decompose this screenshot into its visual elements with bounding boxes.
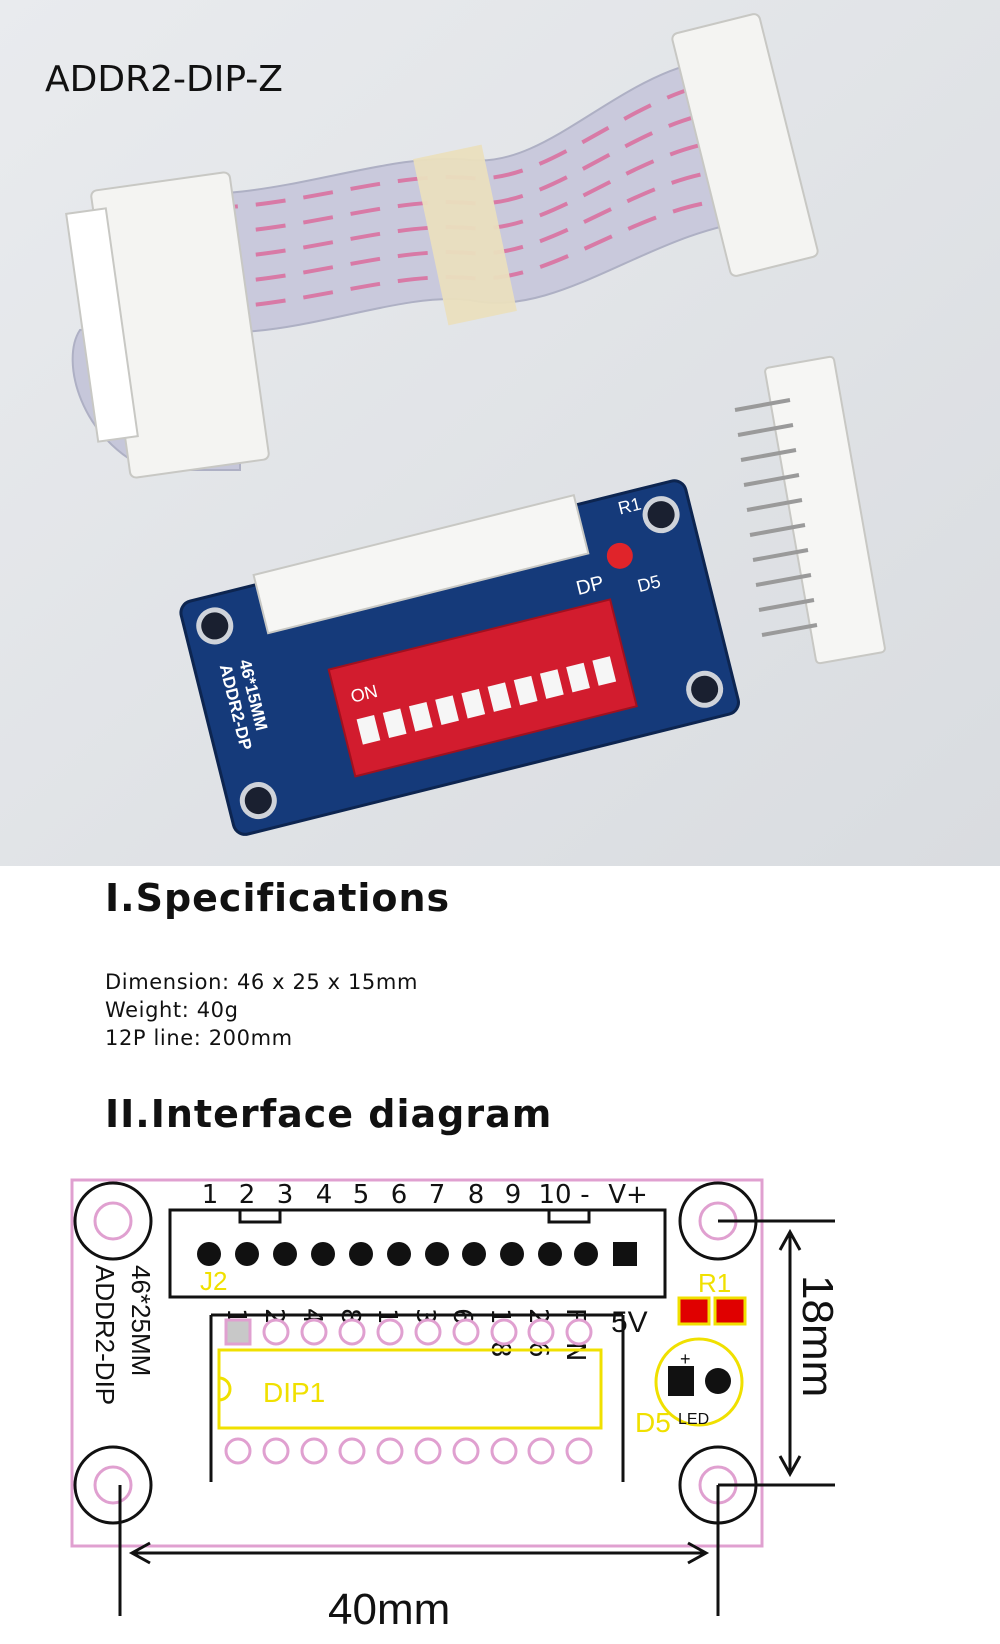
side-label-size: 46*25MM <box>126 1265 156 1376</box>
top-pin-label: V+ <box>608 1180 648 1210</box>
spec-weight: Weight: 40g <box>105 998 239 1022</box>
mounting-hole <box>73 1445 153 1525</box>
r1-pad <box>713 1296 747 1326</box>
top-pin-label: 4 <box>316 1180 333 1210</box>
dip-pin <box>338 1318 366 1346</box>
dip-pin <box>376 1437 404 1465</box>
interface-heading: II.Interface diagram <box>105 1092 553 1136</box>
dip-pin <box>565 1318 593 1346</box>
top-pin-label: 10 <box>538 1180 571 1210</box>
d5-label: D5 <box>635 1407 671 1438</box>
j2-pin <box>500 1242 524 1266</box>
spec-line-length: 12P line: 200mm <box>105 1026 293 1050</box>
pcb-board: ON DP R1 D5 46*15MM ADDR2-DP <box>179 479 740 836</box>
specifications-heading: I.Specifications <box>105 876 451 920</box>
loose-connector <box>734 355 886 665</box>
j2-pin <box>349 1242 373 1266</box>
left-connector <box>65 171 270 479</box>
dip-pin <box>452 1437 480 1465</box>
j2-pin <box>462 1242 486 1266</box>
voltage-label: 5V <box>611 1306 648 1339</box>
board-outline <box>70 1178 764 1548</box>
j2-pin <box>574 1242 598 1266</box>
product-photo: ON DP R1 D5 46*15MM ADDR2-DP ADDR2-DIP-Z <box>0 0 1000 866</box>
dip-pin <box>376 1318 404 1346</box>
dip-pin <box>224 1318 252 1346</box>
j2-latch <box>238 1208 282 1224</box>
top-pin-label: 9 <box>505 1180 522 1210</box>
dip-pin <box>262 1437 290 1465</box>
dip-pin <box>300 1437 328 1465</box>
dim-height-arrowhead <box>778 1228 802 1251</box>
top-pin-label: 6 <box>391 1180 408 1210</box>
top-pin-label: - <box>580 1180 589 1210</box>
top-pin-label: 5 <box>353 1180 370 1210</box>
side-label-name: ADDR2-DIP <box>90 1265 120 1405</box>
dip-pin <box>300 1318 328 1346</box>
dip-pin <box>452 1318 480 1346</box>
dip1-label: DIP1 <box>263 1377 325 1408</box>
dip-pin <box>414 1318 442 1346</box>
top-pin-label: 3 <box>277 1180 294 1210</box>
dim-width-arrowhead <box>128 1541 151 1565</box>
led-symbol <box>654 1337 744 1427</box>
dip-pin <box>224 1437 252 1465</box>
j2-pin <box>387 1242 411 1266</box>
led-plus-label: + <box>680 1349 691 1369</box>
dip-pin <box>527 1437 555 1465</box>
j2-pin <box>235 1242 259 1266</box>
dip-pin <box>262 1318 290 1346</box>
top-pin-label: 8 <box>468 1180 485 1210</box>
dim-height-arrowhead <box>778 1455 802 1478</box>
dim-width-label: 40mm <box>328 1585 450 1634</box>
dip1-body <box>217 1348 603 1430</box>
r1-label: R1 <box>698 1268 731 1298</box>
led-icon <box>606 542 633 569</box>
mounting-hole <box>73 1181 153 1261</box>
j2-pin <box>613 1242 637 1266</box>
j2-pin <box>425 1242 449 1266</box>
top-pin-label: 7 <box>429 1180 446 1210</box>
j2-pin <box>311 1242 335 1266</box>
dip-pin <box>565 1437 593 1465</box>
j2-pin <box>538 1242 562 1266</box>
spec-dimension: Dimension: 46 x 25 x 15mm <box>105 970 419 994</box>
dim-height-label: 18mm <box>793 1275 842 1397</box>
top-pin-label: 2 <box>239 1180 256 1210</box>
dip-pin <box>490 1437 518 1465</box>
dip-pin <box>338 1437 366 1465</box>
dim-width-arrowhead <box>687 1541 710 1565</box>
cable-right-connector <box>671 13 819 277</box>
led-label: LED <box>678 1411 709 1428</box>
dip-pin <box>527 1318 555 1346</box>
photo-title: ADDR2-DIP-Z <box>45 59 283 100</box>
r1-pad <box>677 1296 711 1326</box>
j2-label: J2 <box>200 1266 227 1296</box>
j2-latch <box>547 1208 591 1224</box>
j2-pin <box>273 1242 297 1266</box>
dip1-notch <box>218 1376 232 1402</box>
dip-pin <box>414 1437 442 1465</box>
j2-pin <box>197 1242 221 1266</box>
dip-pin <box>490 1318 518 1346</box>
top-pin-label: 1 <box>202 1180 219 1210</box>
